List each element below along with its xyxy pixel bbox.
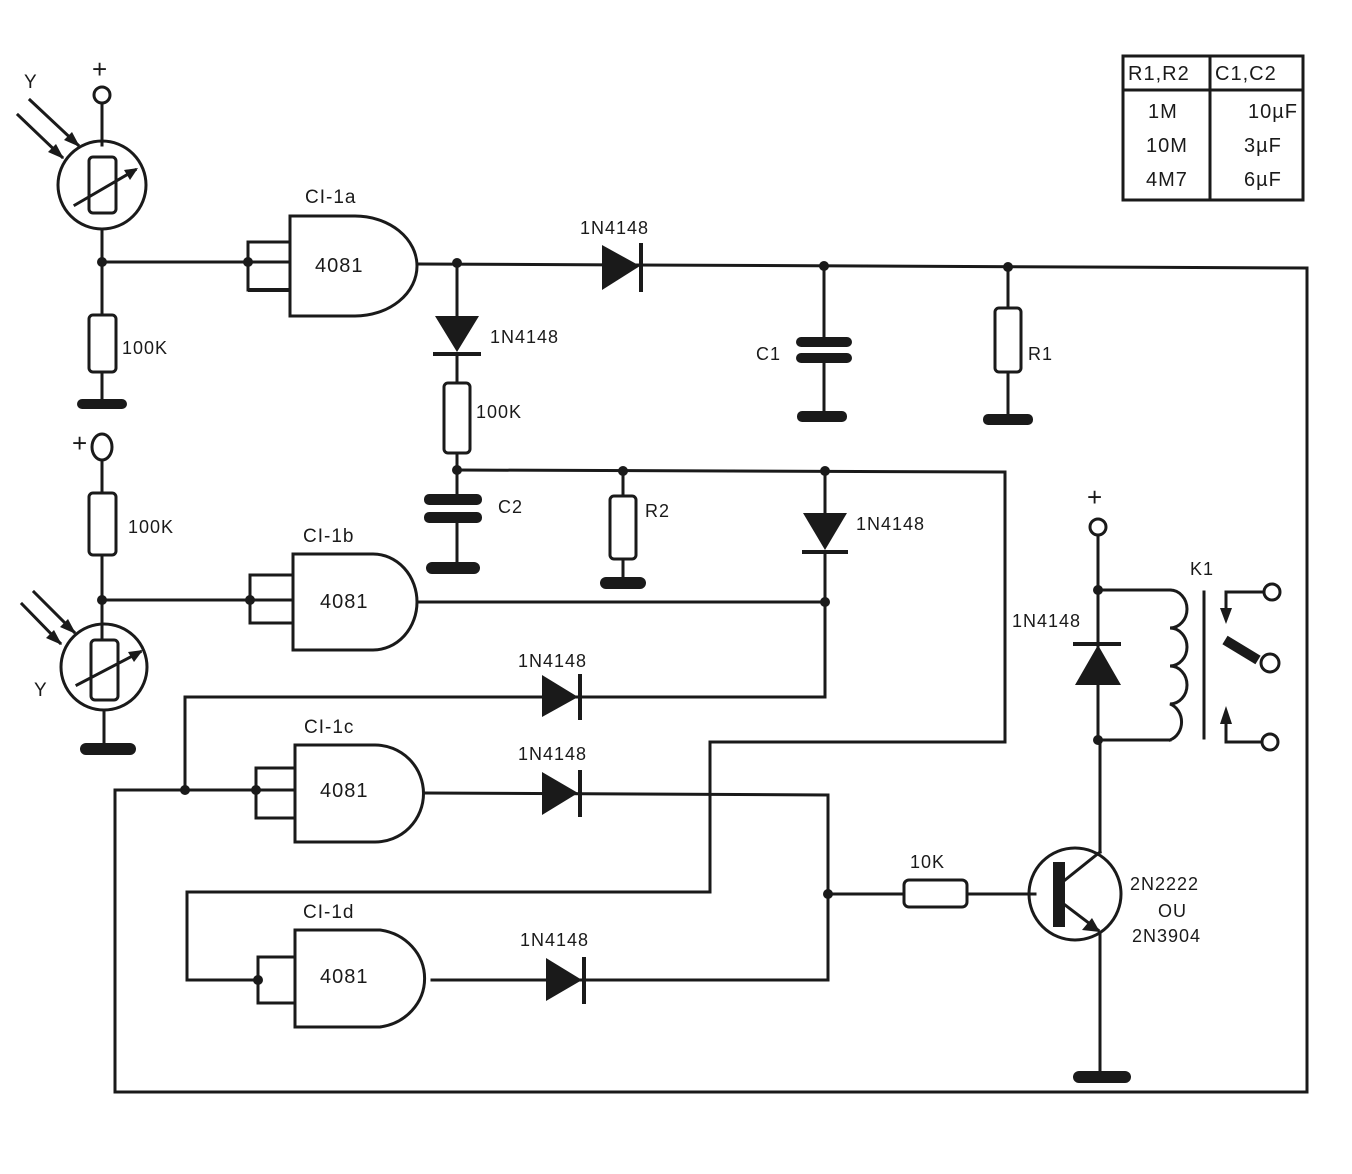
supply-terminal (90, 432, 114, 462)
supply-plus-label: + (92, 54, 107, 84)
gate-part: 4081 (320, 591, 369, 613)
gate-part: 4081 (315, 255, 364, 277)
resistor-100k-mid: 100K (442, 381, 522, 472)
relay-k1: K1 (1096, 559, 1282, 752)
resistor-label: R1 (1028, 344, 1053, 364)
resistor-100k-bottom (87, 491, 118, 557)
table-header-capacitors: C1,C2 (1215, 63, 1277, 85)
table-cell: 10µF (1248, 101, 1298, 123)
supply-plus-label: + (1087, 482, 1102, 512)
gate-ci-1c: CI-1c 4081 (251, 717, 425, 844)
resistor-label: R2 (645, 501, 670, 521)
relay-coil (1168, 588, 1189, 742)
diode-label: 1N4148 (856, 514, 925, 534)
gate-ref: CI-1b (303, 526, 354, 547)
relay-contact-common (1259, 652, 1281, 674)
gate-ci-1d: CI-1d 4081 (185, 902, 427, 1029)
resistor-100k-top (87, 313, 118, 374)
resistor-r2: R2 (600, 469, 670, 589)
table-cell: 4M7 (1146, 169, 1188, 191)
capacitor-c2: C2 (424, 468, 523, 574)
ldr-top-branch: + Y 100K (15, 54, 168, 409)
diode-top: 1N4148 (580, 218, 649, 292)
diode-relay: 1N4148 (1012, 611, 1121, 685)
relay-contact-nc (1262, 582, 1282, 602)
gate-ref: CI-1a (305, 187, 356, 208)
table-cell: 1M (1148, 101, 1178, 123)
transistor-label: 2N3904 (1132, 926, 1201, 946)
ground-icon (80, 743, 136, 755)
diode-label: 1N4148 (1012, 611, 1081, 631)
ground-icon (1073, 1071, 1131, 1083)
gate-part: 4081 (320, 966, 369, 988)
relay-supply: + (1087, 482, 1108, 745)
relay-contact-no (1260, 732, 1280, 752)
ldr-bottom-label: Y (34, 680, 48, 701)
diode-right: 1N4148 (802, 469, 925, 699)
value-table: R1,R2 C1,C2 1M 10µF 10M 3µF 4M7 6µF (1121, 54, 1305, 202)
ground-icon (426, 562, 480, 574)
gate-ci-1b: CI-1b 4081 (245, 526, 419, 652)
diode-label: 1N4148 (580, 218, 649, 238)
ground-icon (600, 577, 646, 589)
table-cell: 6µF (1244, 169, 1282, 191)
resistor-label: 100K (122, 338, 168, 358)
relay-label: K1 (1190, 559, 1214, 579)
resistor-label: 100K (128, 517, 174, 537)
gate-ref: CI-1d (303, 902, 354, 923)
gate-ci-1a: CI-1a 4081 (243, 187, 419, 318)
table-cell: 10M (1146, 135, 1188, 157)
diode-label: 1N4148 (520, 930, 589, 950)
resistor-10k-base: 10K (826, 852, 1037, 909)
diode-label: 1N4148 (518, 651, 587, 671)
gate-part: 4081 (320, 780, 369, 802)
resistor-r1: R1 (983, 262, 1053, 425)
supply-plus-label: + (72, 428, 87, 458)
table-cell: 3µF (1244, 135, 1282, 157)
transistor-label: 2N2222 (1130, 874, 1199, 894)
diode-mid: 1N4148 (433, 261, 559, 387)
resistor-label: 10K (910, 852, 945, 872)
transistor-npn: 2N2222 OU 2N3904 (1027, 846, 1201, 946)
diode-label: 1N4148 (490, 327, 559, 347)
capacitor-label: C2 (498, 497, 523, 517)
transistor-label: OU (1158, 901, 1187, 921)
table-header-resistors: R1,R2 (1128, 63, 1190, 85)
diode-label: 1N4148 (518, 744, 587, 764)
diode-c: 1N4148 (518, 744, 587, 817)
gate-ref: CI-1c (304, 717, 354, 738)
ground-icon (797, 411, 847, 422)
diode-loop: 1N4148 (183, 651, 827, 792)
ldr-bottom-branch: + 100K Y (19, 428, 174, 755)
ldr-top-label: Y (24, 72, 38, 93)
capacitor-label: C1 (756, 344, 781, 364)
ground-icon (77, 399, 127, 409)
resistor-label: 100K (476, 402, 522, 422)
supply-terminal (92, 85, 112, 105)
ground-icon (983, 414, 1033, 425)
capacitor-c1: C1 (756, 261, 852, 422)
supply-terminal (1088, 517, 1108, 537)
diode-d: 1N4148 (520, 930, 589, 1004)
